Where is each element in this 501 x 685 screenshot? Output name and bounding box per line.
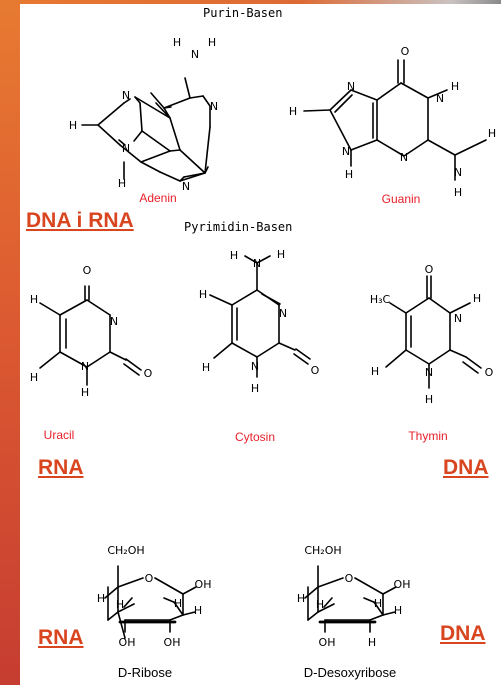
atom-label: H	[30, 293, 38, 306]
atom-label: O	[144, 367, 153, 380]
atom-label: N	[251, 360, 259, 373]
guanine-caption: Guanin	[382, 192, 421, 206]
atom-label: H	[97, 592, 105, 605]
atom-label: N	[436, 92, 444, 105]
atom-label: O	[425, 263, 434, 276]
atom-label: H	[374, 597, 382, 610]
atom-label: N	[454, 312, 462, 325]
atom-label: O	[401, 45, 410, 58]
atom-label: H	[194, 604, 202, 617]
atom-label: H	[425, 393, 433, 406]
atom-label: H	[473, 292, 481, 305]
adenine-structure	[81, 77, 211, 182]
atom-label: CH₂OH	[107, 544, 144, 557]
atom-label: H	[199, 288, 207, 301]
atom-label: N	[210, 100, 218, 113]
atom-label: OH	[319, 636, 336, 649]
tag-purines: DNA i RNA	[26, 209, 134, 232]
adenine-caption: Adenin	[139, 191, 176, 205]
atom-label: O	[345, 572, 354, 585]
purine-heading: Purin-Basen	[203, 6, 282, 20]
atom-label: N	[347, 80, 355, 93]
atom-label: H	[174, 597, 182, 610]
atom-label: H	[316, 598, 324, 611]
atom-label: OH	[195, 578, 212, 591]
left-accent-strip	[0, 0, 20, 685]
atom-label: N	[425, 366, 433, 379]
atom-label: N	[122, 142, 130, 155]
atom-label: H	[488, 127, 496, 140]
atom-label: H	[118, 177, 126, 190]
atom-label: H	[454, 186, 462, 199]
thymine-structure	[385, 275, 482, 389]
atom-label: H	[116, 598, 124, 611]
atom-label: H	[251, 382, 259, 395]
atom-label: O	[485, 366, 494, 379]
atom-label: H	[30, 371, 38, 384]
atom-label: OH	[164, 636, 181, 649]
cytosine-structure	[209, 255, 311, 378]
atom-label: H	[277, 248, 285, 261]
atom-label: N	[110, 315, 118, 328]
uracil-structure	[39, 285, 142, 386]
slide-panel	[20, 4, 501, 685]
thymine-caption: Thymin	[408, 429, 447, 443]
atom-label: H	[297, 592, 305, 605]
atom-label: N	[182, 180, 190, 193]
uracil-caption: Uracil	[44, 428, 75, 442]
atom-label: H	[345, 168, 353, 181]
ribose-structure	[104, 565, 197, 639]
atom-label: H	[173, 36, 181, 49]
atom-label: N	[122, 89, 130, 102]
atom-label: H	[368, 636, 376, 649]
atom-label: O	[83, 264, 92, 277]
atom-label: H	[202, 361, 210, 374]
tag-ribose: RNA	[38, 626, 84, 649]
atom-label: N	[81, 360, 89, 373]
atom-label: CH₂OH	[304, 544, 341, 557]
atom-label: OH	[394, 578, 411, 591]
atom-label: N	[400, 151, 408, 164]
atom-label: H	[289, 105, 297, 118]
pyrimidine-heading: Pyrimidin-Basen	[184, 220, 292, 234]
guanine-structure	[303, 59, 487, 181]
atom-label: H	[69, 119, 77, 132]
ribose-caption: D-Ribose	[118, 665, 172, 680]
atom-label: O	[311, 364, 320, 377]
atom-label: H	[81, 386, 89, 399]
atom-label: N	[279, 307, 287, 320]
atom-label: H	[208, 36, 216, 49]
deoxyribose-caption: D-Desoxyribose	[304, 665, 396, 680]
atom-label: H₃C	[370, 293, 391, 306]
deoxyribose-structure	[304, 565, 397, 633]
atom-label: O	[145, 572, 154, 585]
atom-label: H	[394, 604, 402, 617]
atom-label: H	[451, 80, 459, 93]
atom-label: N	[454, 166, 462, 179]
atom-label: OH	[119, 636, 136, 649]
atom-label: N	[191, 48, 199, 61]
top-accent-band	[0, 0, 501, 4]
atom-label: H	[371, 365, 379, 378]
cytosine-caption: Cytosin	[235, 430, 275, 444]
tag-thymine: DNA	[443, 456, 489, 479]
tag-uracil: RNA	[38, 456, 84, 479]
atom-label: N	[253, 257, 261, 270]
tag-deoxyribose: DNA	[440, 622, 486, 645]
atom-label: H	[230, 249, 238, 262]
atom-label: N	[342, 145, 350, 158]
